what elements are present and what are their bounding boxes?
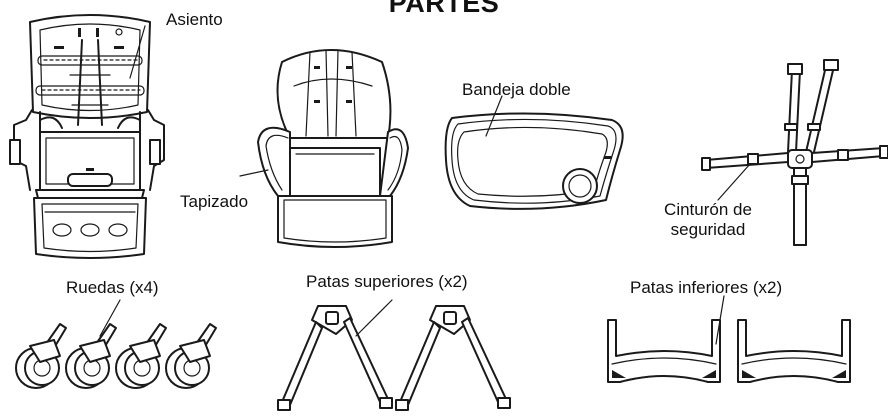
label-cinturon-line1: Cinturón de: [664, 200, 752, 219]
tray-illustration: [444, 95, 624, 210]
asiento-pointer-line: [129, 25, 146, 79]
seat-frame-illustration: [9, 14, 165, 259]
label-patas-inferiores: Patas inferiores (x2): [630, 278, 783, 297]
upper-legs-illustration: [277, 299, 511, 411]
wheel-3: [115, 323, 167, 389]
label-tapizado: Tapizado: [180, 192, 249, 211]
lower-leg-1: [607, 319, 721, 383]
lower-leg-2: [737, 319, 851, 383]
page-title: PARTES: [388, 0, 500, 18]
label-cinturon-line2: seguridad: [670, 220, 746, 239]
label-patas-superiores: Patas superiores (x2): [306, 272, 468, 291]
lower-legs-illustration: [607, 295, 851, 383]
cushion-illustration: [239, 49, 409, 248]
label-bandeja: Bandeja doble: [462, 80, 571, 99]
harness-illustration: [701, 59, 888, 246]
upper-leg-2: [395, 305, 511, 411]
label-cinturon: Cinturón de seguridad: [648, 200, 768, 240]
wheel-2: [65, 323, 117, 389]
label-ruedas: Ruedas (x4): [66, 278, 159, 297]
wheel-1: [15, 323, 67, 389]
upper-leg-1: [277, 305, 393, 411]
label-asiento: Asiento: [166, 10, 223, 29]
wheels-illustration: [15, 299, 217, 389]
wheel-4: [165, 323, 217, 389]
